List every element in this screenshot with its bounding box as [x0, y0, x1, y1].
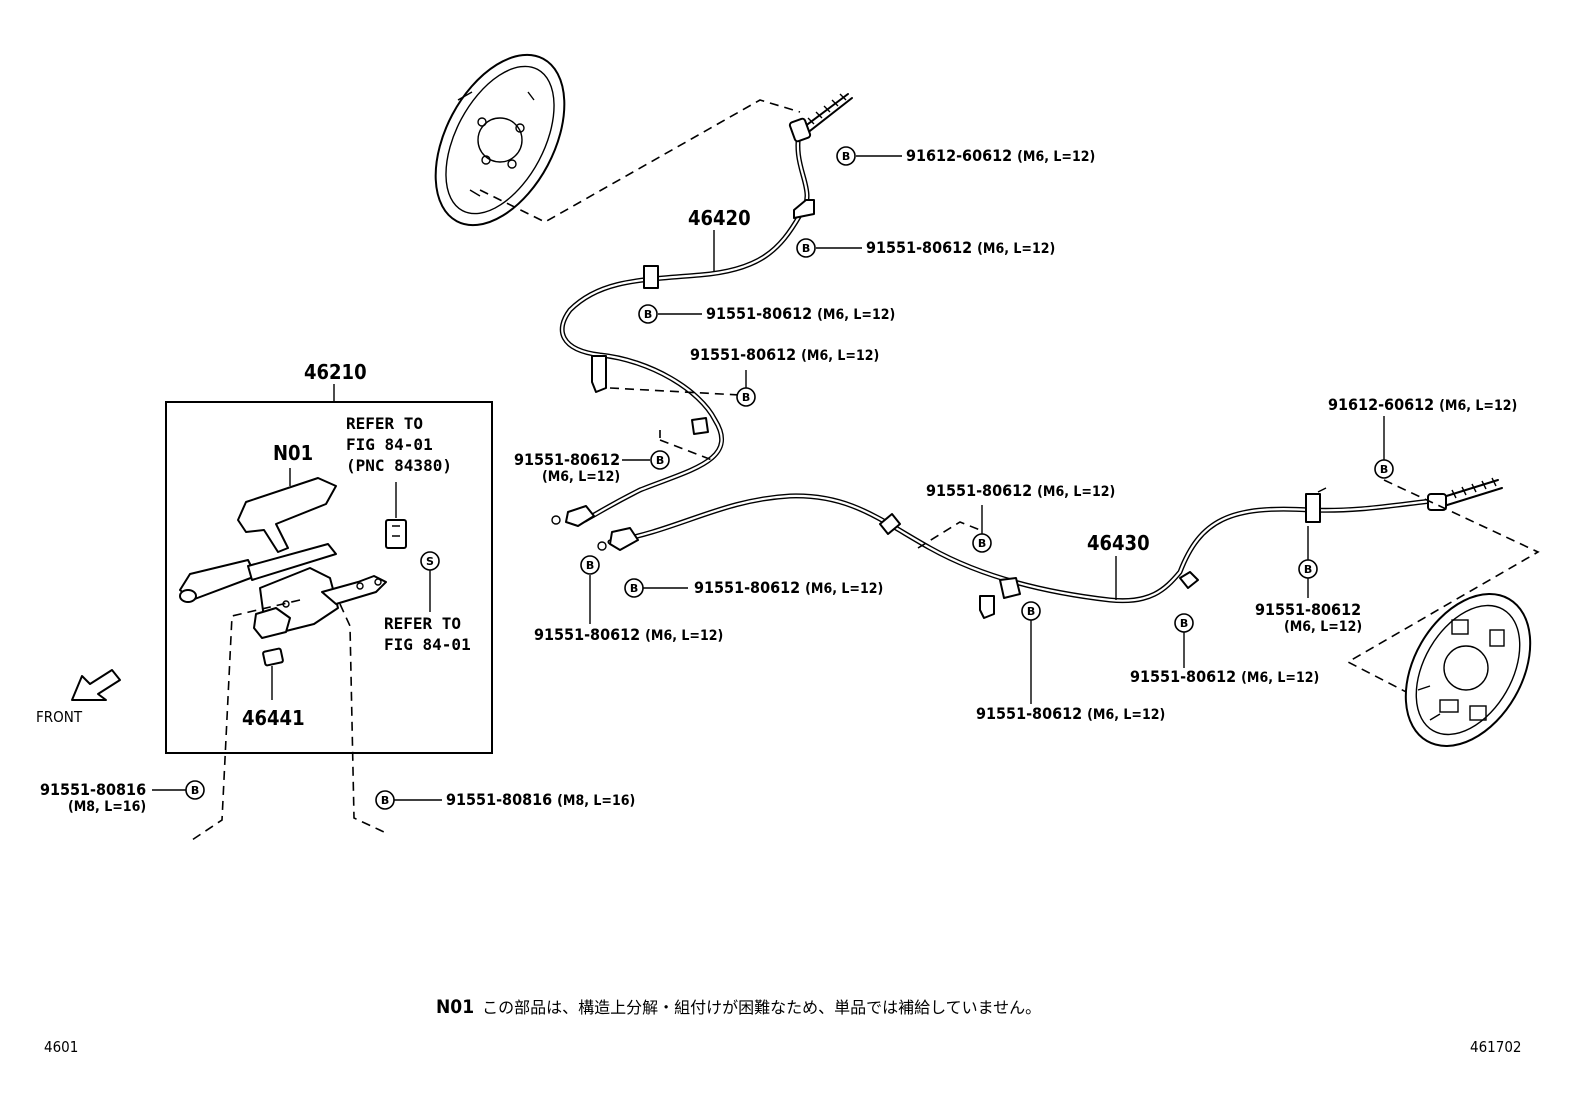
callout-91551-80612-a: 91551-80612 (M6, L=12) — [866, 238, 1056, 257]
bolt-badge: B — [842, 150, 850, 163]
svg-text:B: B — [802, 242, 810, 255]
svg-text:B: B — [191, 784, 199, 797]
callout-91612-60612-upper: 91612-60612 (M6, L=12) — [906, 146, 1096, 165]
callout-91551-80612-f: 91551-80612 (M6, L=12) — [694, 578, 884, 597]
right-backing-plate — [1404, 593, 1532, 747]
label-46430: 46430 — [1087, 531, 1150, 555]
svg-text:B: B — [644, 308, 652, 321]
label-n01: N01 — [273, 441, 314, 465]
svg-text:B: B — [1027, 605, 1035, 618]
screw-badge: S — [426, 555, 434, 568]
callout-91551-80612-i: 91551-80612 (M6, L=12) — [1130, 667, 1320, 686]
front-label: FRONT — [36, 708, 83, 726]
callout-91551-80612-c: 91551-80612 (M6, L=12) — [690, 345, 880, 364]
callout-91612-60612-right: 91612-60612 (M6, L=12) — [1328, 395, 1518, 414]
callout-91551-80612-g: 91551-80612 (M6, L=12) — [534, 625, 724, 644]
cable-46420 — [551, 93, 853, 527]
label-46441: 46441 — [242, 706, 305, 730]
callout-91551-80612-e: 91551-80612 (M6, L=12) — [926, 481, 1116, 500]
svg-text:B: B — [1180, 617, 1188, 630]
label-46420: 46420 — [688, 206, 751, 230]
front-arrow-icon — [71, 669, 121, 701]
svg-text:B: B — [742, 391, 750, 404]
svg-text:B: B — [381, 794, 389, 807]
svg-text:B: B — [978, 537, 986, 550]
callout-91551-80816-right: 91551-80816 (M8, L=16) — [446, 790, 636, 809]
fastener-badges: B B B B B B B B B B B B B B S — [185, 146, 1394, 810]
svg-text:B: B — [656, 454, 664, 467]
lever-assembly-box — [165, 384, 493, 754]
figure-code-right: 461702 — [1470, 1038, 1522, 1056]
svg-text:B: B — [1304, 563, 1312, 576]
callout-91551-80612-d: 91551-80612(M6, L=12) — [513, 450, 621, 485]
svg-text:B: B — [1380, 463, 1388, 476]
callout-91551-80612-h: 91551-80612(M6, L=12) — [1254, 600, 1363, 635]
left-backing-plate — [434, 53, 566, 227]
figure-code-left: 4601 — [44, 1038, 79, 1056]
callout-91551-80612-j: 91551-80612 (M6, L=12) — [976, 704, 1166, 723]
cable-46430 — [597, 477, 1503, 619]
callout-91551-80816-left: 91551-80816(M8, L=16) — [39, 780, 147, 815]
label-46210: 46210 — [304, 360, 367, 384]
callout-91551-80612-b: 91551-80612 (M6, L=12) — [706, 304, 896, 323]
svg-text:B: B — [630, 582, 638, 595]
svg-text:B: B — [586, 559, 594, 572]
leader-lines — [152, 155, 1385, 801]
